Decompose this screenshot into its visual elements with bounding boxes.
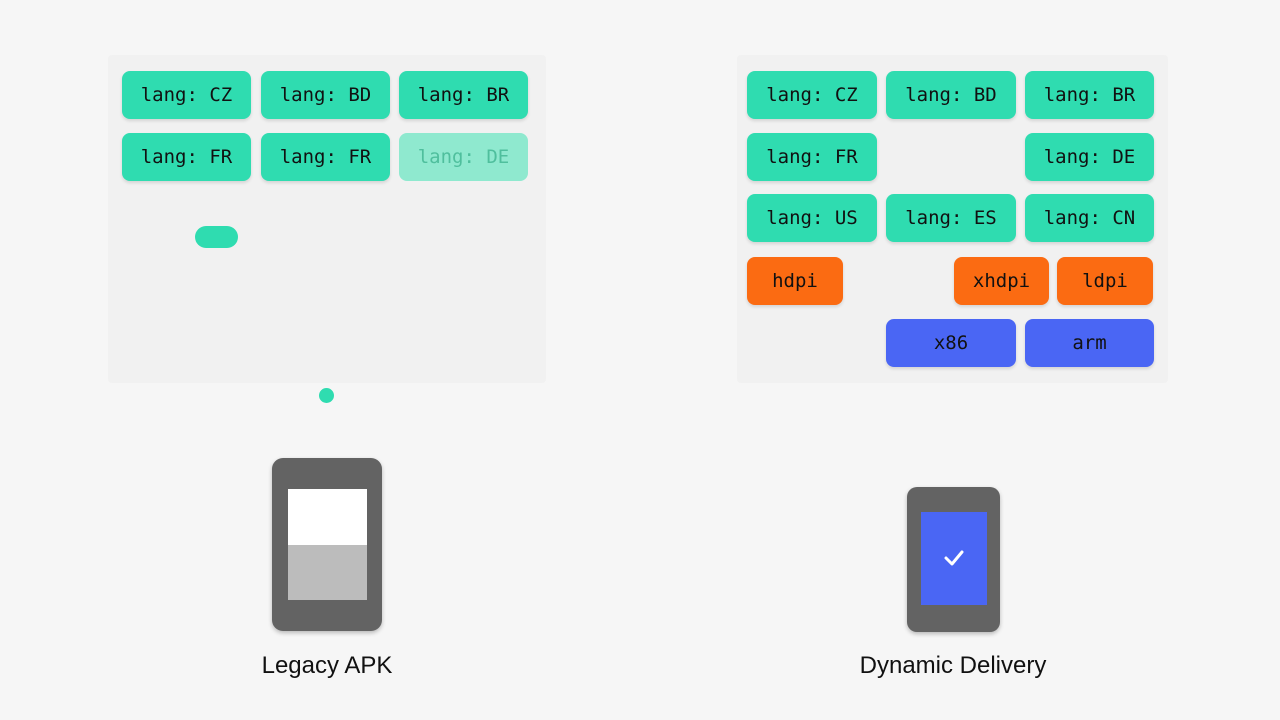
dynamic-chip-arm: arm <box>1025 319 1154 367</box>
dynamic-phone-icon <box>907 487 1000 632</box>
dynamic-phone-screen <box>921 512 987 605</box>
dynamic-chip-x86: x86 <box>886 319 1016 367</box>
legacy-chip-lang-br: lang: BR <box>399 71 528 119</box>
legacy-phone-screen <box>288 489 367 600</box>
dynamic-chip-lang-cn: lang: CN <box>1025 194 1154 242</box>
dynamic-chip-lang-br: lang: BR <box>1025 71 1154 119</box>
legacy-apk-caption: Legacy APK <box>261 652 393 679</box>
legacy-chip-lang-fr-2: lang: FR <box>261 133 390 181</box>
legacy-chip-lang-de-faded: lang: DE <box>399 133 528 181</box>
dynamic-chip-xhdpi: xhdpi <box>954 257 1049 305</box>
dynamic-chip-lang-de: lang: DE <box>1025 133 1154 181</box>
dynamic-chip-lang-es: lang: ES <box>886 194 1016 242</box>
dynamic-chip-lang-us: lang: US <box>747 194 877 242</box>
downloading-chip-pill <box>195 226 238 248</box>
legacy-phone-icon <box>272 458 382 631</box>
dynamic-chip-lang-fr: lang: FR <box>747 133 877 181</box>
dynamic-chip-ldpi: ldpi <box>1057 257 1153 305</box>
dynamic-delivery-caption: Dynamic Delivery <box>859 652 1047 679</box>
dynamic-chip-lang-cz: lang: CZ <box>747 71 877 119</box>
legacy-chip-lang-fr: lang: FR <box>122 133 251 181</box>
checkmark-icon <box>944 550 964 566</box>
dynamic-chip-hdpi: hdpi <box>747 257 843 305</box>
storage-fill-bar <box>288 544 367 600</box>
dynamic-chip-lang-bd: lang: BD <box>886 71 1016 119</box>
downloading-chip-dot <box>319 388 334 403</box>
legacy-chip-lang-bd: lang: BD <box>261 71 390 119</box>
legacy-chip-lang-cz: lang: CZ <box>122 71 251 119</box>
